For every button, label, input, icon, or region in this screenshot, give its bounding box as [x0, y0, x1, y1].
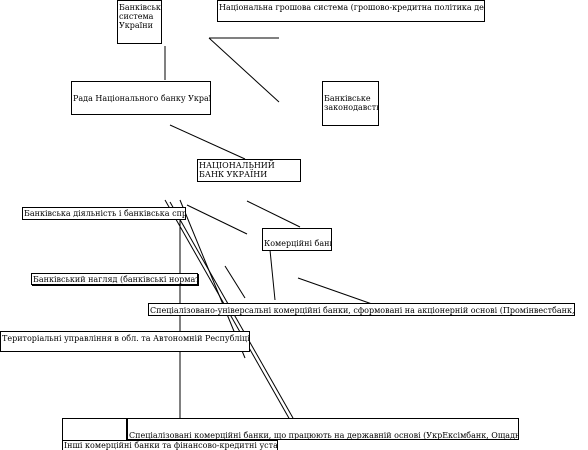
- universal-banks-box: Спеціалізовано-універсальні комерційні б…: [148, 303, 575, 316]
- nbu-council-label: Рада Національного банку України: [73, 94, 211, 103]
- national-money-system-label: Національна грошова система (грошово-кре…: [219, 3, 485, 12]
- territorial-offices-box: Територіальні управління в обл. та Автон…: [0, 331, 250, 352]
- connector-line: [186, 204, 248, 235]
- national-money-system-box: Національна грошова система (грошово-кре…: [217, 0, 485, 22]
- banking-activity-label: Банківська діяльність і банківська справ…: [24, 209, 186, 218]
- connector-line: [169, 124, 246, 160]
- banking-supervision-box: Банківський нагляд (банківські нормативи…: [31, 273, 198, 285]
- banking-supervision-label: Банківський нагляд (банківські нормативи…: [33, 275, 197, 284]
- universal-banks-label: Спеціалізовано-універсальні комерційні б…: [150, 306, 575, 315]
- connector-line: [269, 249, 276, 301]
- other-institutions-label-box: Інші комерційні банки та фінансово-креди…: [62, 440, 278, 450]
- state-banks-label: Спеціалізовані комерційні банки, що прац…: [129, 431, 519, 440]
- connector-line: [224, 265, 246, 299]
- other-institutions-label: Інші комерційні банки та фінансово-креди…: [64, 441, 278, 450]
- nbu-label: НАЦІОНАЛЬНИЙ БАНК УКРАЇНИ: [199, 161, 275, 179]
- banking-legislation-label: Банківське законодавство: [324, 94, 378, 112]
- banking-activity-box: Банківська діяльність і банківська справ…: [22, 207, 186, 220]
- banking-legislation-box: Банківське законодавство: [322, 81, 379, 126]
- banking-system-box: Банківська система України: [117, 0, 162, 44]
- connector-line: [246, 200, 301, 228]
- territorial-offices-label: Територіальні управління в обл. та Автон…: [2, 334, 250, 343]
- commercial-banks-box: Комерційні банки: [262, 228, 332, 251]
- state-banks-box: Спеціалізовані комерційні банки, що прац…: [127, 418, 519, 440]
- connector-line: [208, 37, 280, 103]
- banking-system-label: Банківська система України: [119, 3, 162, 30]
- nbu-box: НАЦІОНАЛЬНИЙ БАНК УКРАЇНИ: [197, 159, 301, 182]
- nbu-council-box: Рада Національного банку України: [71, 81, 211, 115]
- commercial-banks-label: Комерційні банки: [264, 239, 331, 248]
- connector-line: [297, 277, 373, 305]
